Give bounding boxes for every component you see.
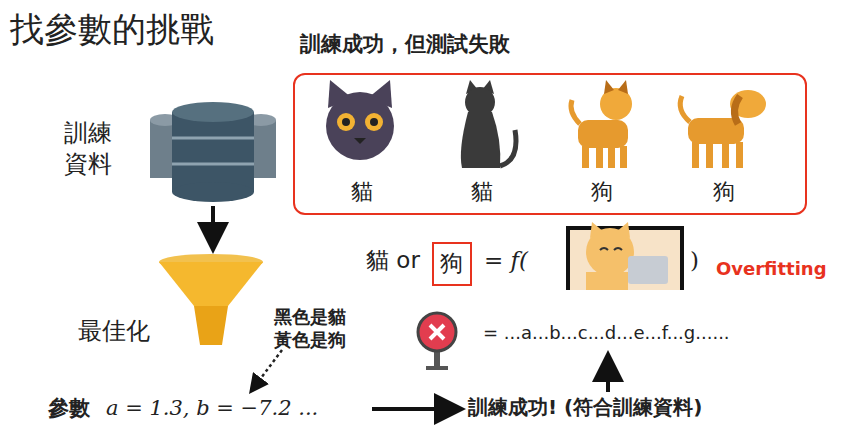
node-text: 狗 <box>591 179 613 204</box>
title: 找參數的挑戰 <box>10 10 214 49</box>
formula-text: ) <box>690 247 699 273</box>
overfitting-label: Overfitting <box>716 259 827 280</box>
wrong-sign <box>418 313 456 370</box>
node-text: 貓 <box>471 179 493 204</box>
training-data-box: 貓貓狗狗 <box>293 73 807 215</box>
cat-sitting <box>461 80 516 168</box>
formula-text: 貓 or <box>366 247 420 273</box>
funnel-icon <box>159 254 263 345</box>
highlight-box: 狗 <box>432 242 472 286</box>
param-values: a = 1.3, b = −7.2 ... <box>106 396 318 420</box>
node-text: 貓 <box>351 179 373 204</box>
formula-text: = f( <box>484 247 528 273</box>
cat-laptop-picture <box>566 222 684 290</box>
node-text: 狗 <box>440 250 463 276</box>
node-text: 狗 <box>713 179 735 204</box>
database-icon <box>150 102 276 202</box>
note: 黑色是貓 黃色是狗 <box>274 306 351 351</box>
cat-face <box>326 80 394 160</box>
data-label: 訓練資料 <box>64 118 114 180</box>
optimize-label: 最佳化 <box>78 318 150 346</box>
success-label: 訓練成功! (符合訓練資料) <box>468 396 702 419</box>
dog-walking <box>680 90 766 168</box>
dog-standing <box>571 80 632 168</box>
output-text: = ...a...b...c...d...e...f...g...... <box>483 323 730 344</box>
subtitle: 訓練成功，但測試失敗 <box>300 32 510 56</box>
param-label: 參數 <box>48 396 90 420</box>
